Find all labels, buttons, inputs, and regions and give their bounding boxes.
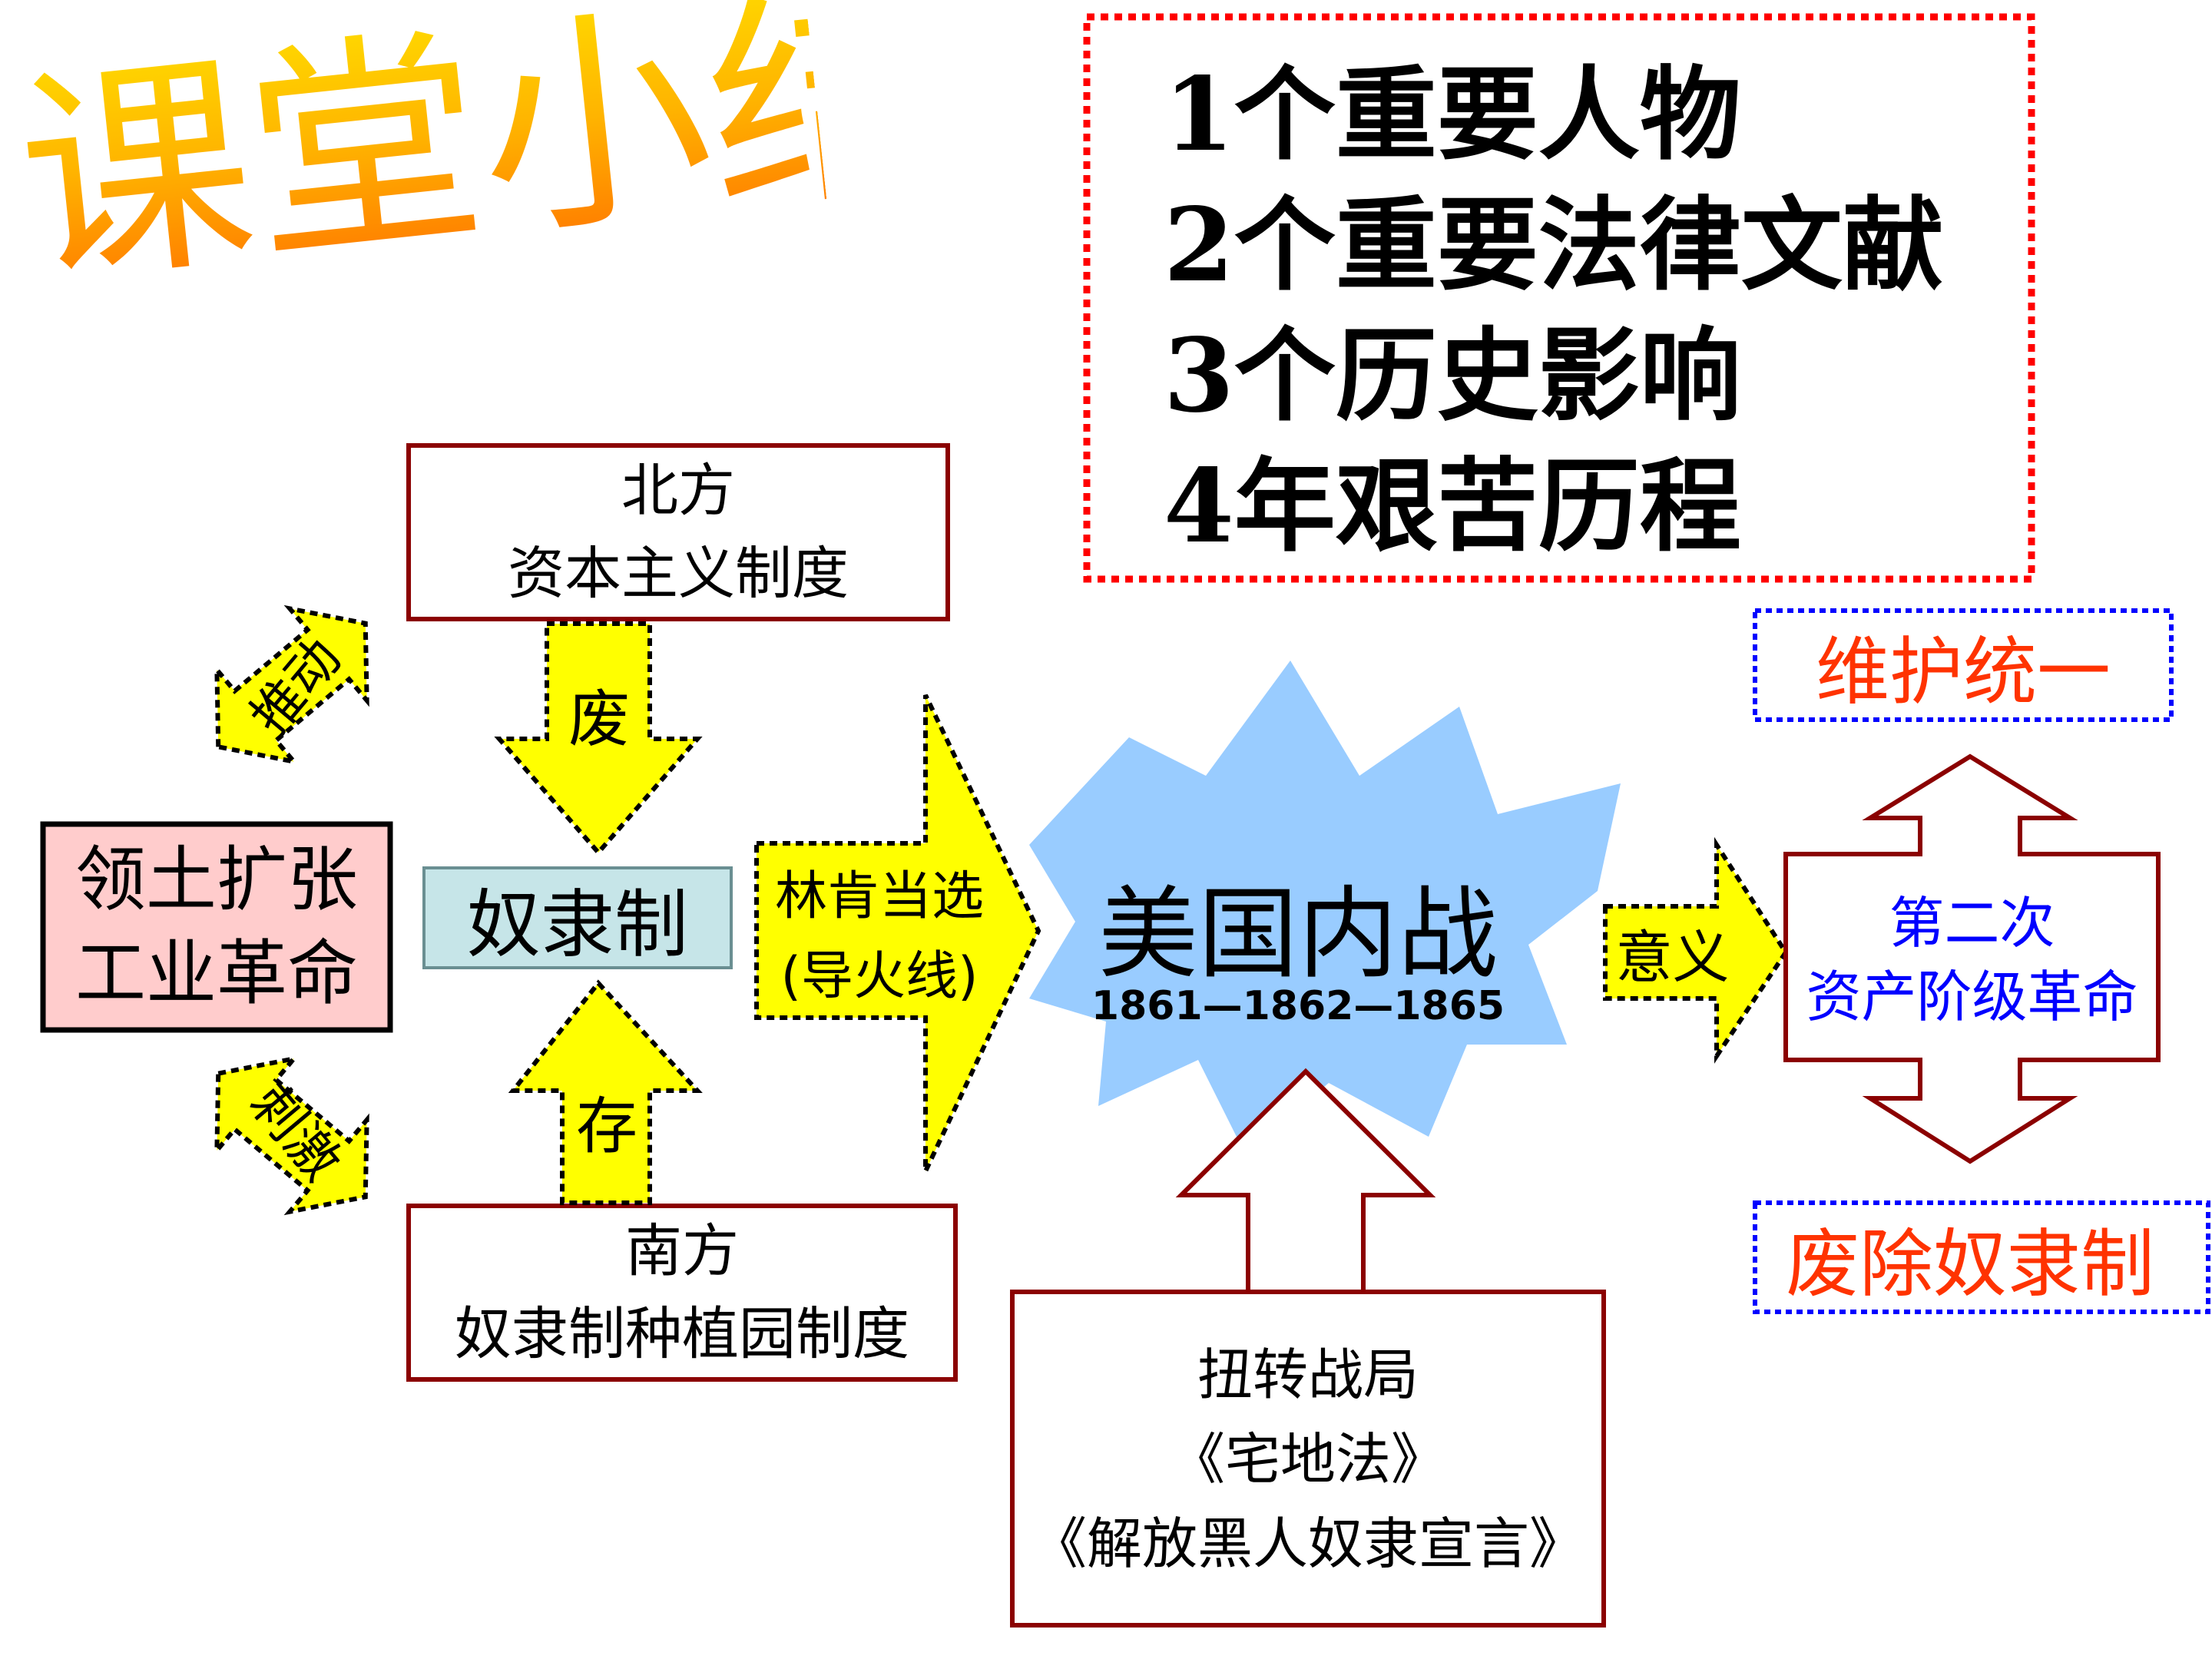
summary-line-3: 3个历史影响 xyxy=(1164,316,1741,435)
summary-line-1: 1个重要人物 xyxy=(1164,55,1741,174)
slavery-box xyxy=(422,866,733,969)
north-box xyxy=(406,443,950,621)
left-box-text: 领土扩张 工业革命 xyxy=(43,824,390,1030)
trigger-fuse: (导火线) xyxy=(780,946,979,1007)
significance-center: 第二次 资产阶级革命 xyxy=(1786,876,2158,1045)
civil-war-star xyxy=(1029,661,1621,1152)
south-text: 南方 奴隶制种植园制度 xyxy=(409,1212,955,1373)
preserve-label: 存 xyxy=(576,1091,637,1162)
south-box xyxy=(406,1204,958,1382)
turning-box xyxy=(1010,1290,1606,1628)
abolish-label: 废 xyxy=(568,684,630,755)
trigger-arrow xyxy=(754,694,1041,1173)
abolition-box xyxy=(1753,1200,2210,1314)
turning-text: 扭转战局 《宅地法》 《解放黑人奴隶宣言》 xyxy=(1012,1306,1604,1613)
lincoln-elected: 林肯当选 xyxy=(774,866,984,927)
civil-war-title: 美国内战 xyxy=(1098,876,1498,992)
south-label: 南方 xyxy=(625,1218,739,1284)
summary-box xyxy=(1083,13,2035,583)
turn-the-tide: 扭转战局 xyxy=(1197,1343,1419,1407)
push-arrow xyxy=(214,604,369,766)
emancipation-proclamation: 《解放黑人奴隶宣言》 xyxy=(1031,1512,1584,1576)
summary-line-4: 4年艰苦历程 xyxy=(1164,446,1741,566)
left-box xyxy=(40,821,393,1033)
abolish-slavery: 废除奴隶制 xyxy=(1786,1220,2154,1307)
industrial-revolution: 工业革命 xyxy=(75,932,358,1015)
abolish-arrow xyxy=(494,621,703,856)
homestead-act: 《宅地法》 xyxy=(1169,1427,1446,1492)
bourgeois-revolution: 资产阶级革命 xyxy=(1806,965,2138,1029)
civil-war-years: 1861—1862—1865 xyxy=(1091,983,1505,1029)
territorial-expansion: 领土扩张 xyxy=(75,839,358,921)
north-label: 北方 xyxy=(621,458,735,524)
north-system: 资本主义制度 xyxy=(508,541,849,607)
significance-arrow xyxy=(1783,753,2161,1164)
turning-arrow xyxy=(1175,1068,1436,1294)
slavery-label: 奴隶制 xyxy=(467,881,688,968)
summary-line-2: 2个重要法律文献 xyxy=(1164,185,1944,305)
maintain-unity: 维护统一 xyxy=(1816,628,2111,715)
stimulate-arrow xyxy=(214,1055,369,1216)
meaning-arrow xyxy=(1603,836,1789,1064)
preserve-arrow xyxy=(508,979,703,1205)
second-time: 第二次 xyxy=(1889,891,2055,955)
unity-box xyxy=(1753,608,2174,722)
trigger-text: 林肯当选 (导火线) xyxy=(749,853,1010,1022)
north-text: 北方 资本主义制度 xyxy=(409,452,948,613)
south-system: 奴隶制种植园制度 xyxy=(455,1301,909,1367)
meaning-label: 意义 xyxy=(1615,924,1730,991)
